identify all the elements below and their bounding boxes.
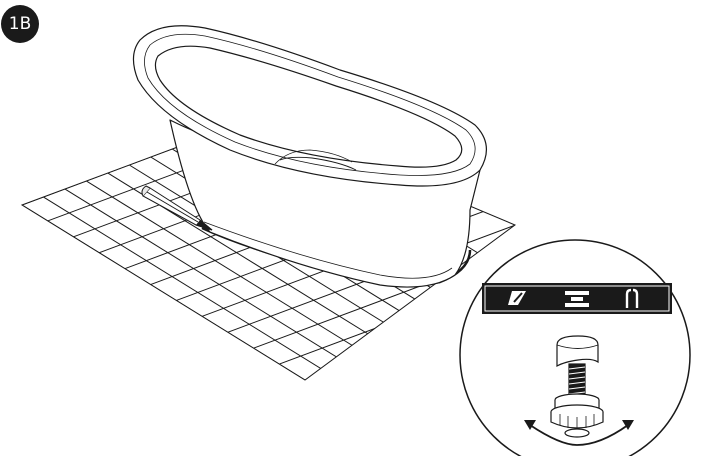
wrench-icon: [625, 288, 639, 308]
adjustable-foot: [550, 335, 604, 438]
level-icon: [565, 291, 589, 307]
rotation-arrow-left-head: [524, 420, 536, 430]
rotation-arrows: [529, 424, 629, 446]
pencil-icon: [508, 291, 526, 305]
detail-magnifier: [459, 239, 691, 456]
pencil: [141, 185, 213, 231]
step-badge: 1B: [1, 5, 39, 43]
step-label: 1B: [8, 14, 32, 34]
grid-line: [22, 161, 412, 380]
rotation-arrow-right-head: [622, 420, 634, 430]
grid-line: [180, 217, 515, 351]
tool-icons-strip: [482, 283, 672, 314]
bathtub: [132, 25, 487, 288]
